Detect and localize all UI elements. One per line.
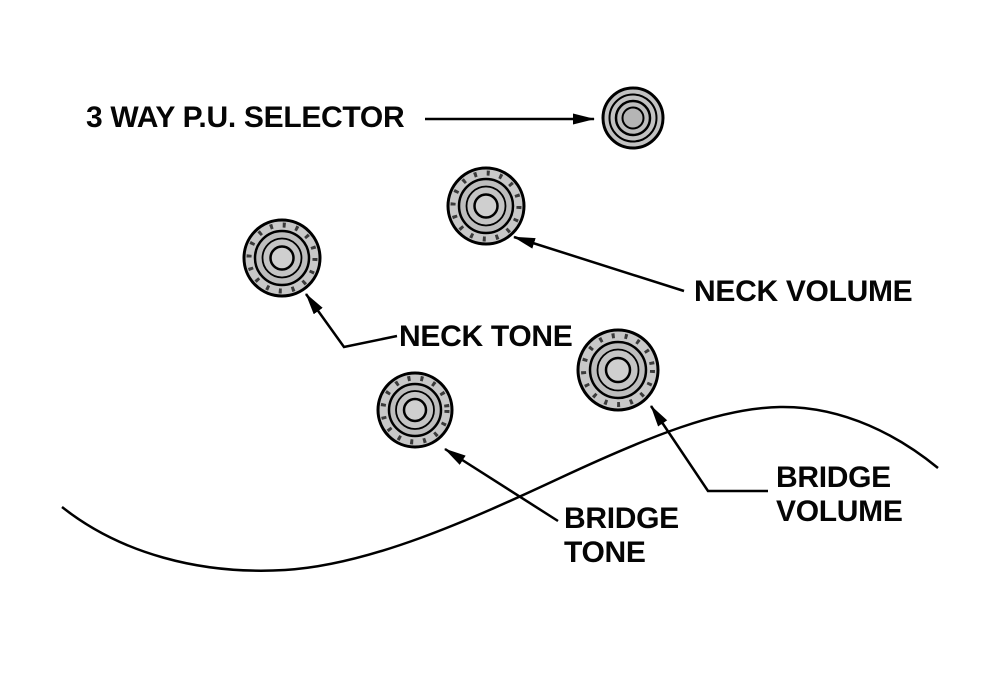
neck-volume-label: NECK VOLUME: [694, 275, 913, 308]
bridge-tone-label-line1: BRIDGE: [564, 502, 679, 535]
bridge-volume-arrow: [649, 405, 768, 493]
bridge-tone-knob: [376, 371, 454, 449]
neck-volume-knob: [446, 166, 526, 246]
bridge-volume-label-line1: BRIDGE: [776, 461, 891, 494]
guitar-body-outline: [61, 405, 939, 572]
bridge-volume-knob: [576, 328, 660, 412]
bridge-volume-label: BRIDGE VOLUME: [776, 461, 903, 529]
3-way-pickup-selector-knob: [601, 86, 665, 150]
neck-tone-label: NECK TONE: [399, 320, 573, 353]
neck-tone-knob: [242, 218, 322, 298]
bridge-volume-label-line2: VOLUME: [776, 495, 903, 528]
bridge-tone-label-line2: TONE: [564, 536, 646, 569]
neck-tone-arrow: [304, 293, 398, 349]
neck-volume-arrow: [513, 235, 685, 293]
bridge-tone-arrow: [444, 447, 559, 523]
bridge-tone-label: BRIDGE TONE: [564, 502, 679, 570]
selector-label: 3 WAY P.U. SELECTOR: [86, 101, 405, 134]
